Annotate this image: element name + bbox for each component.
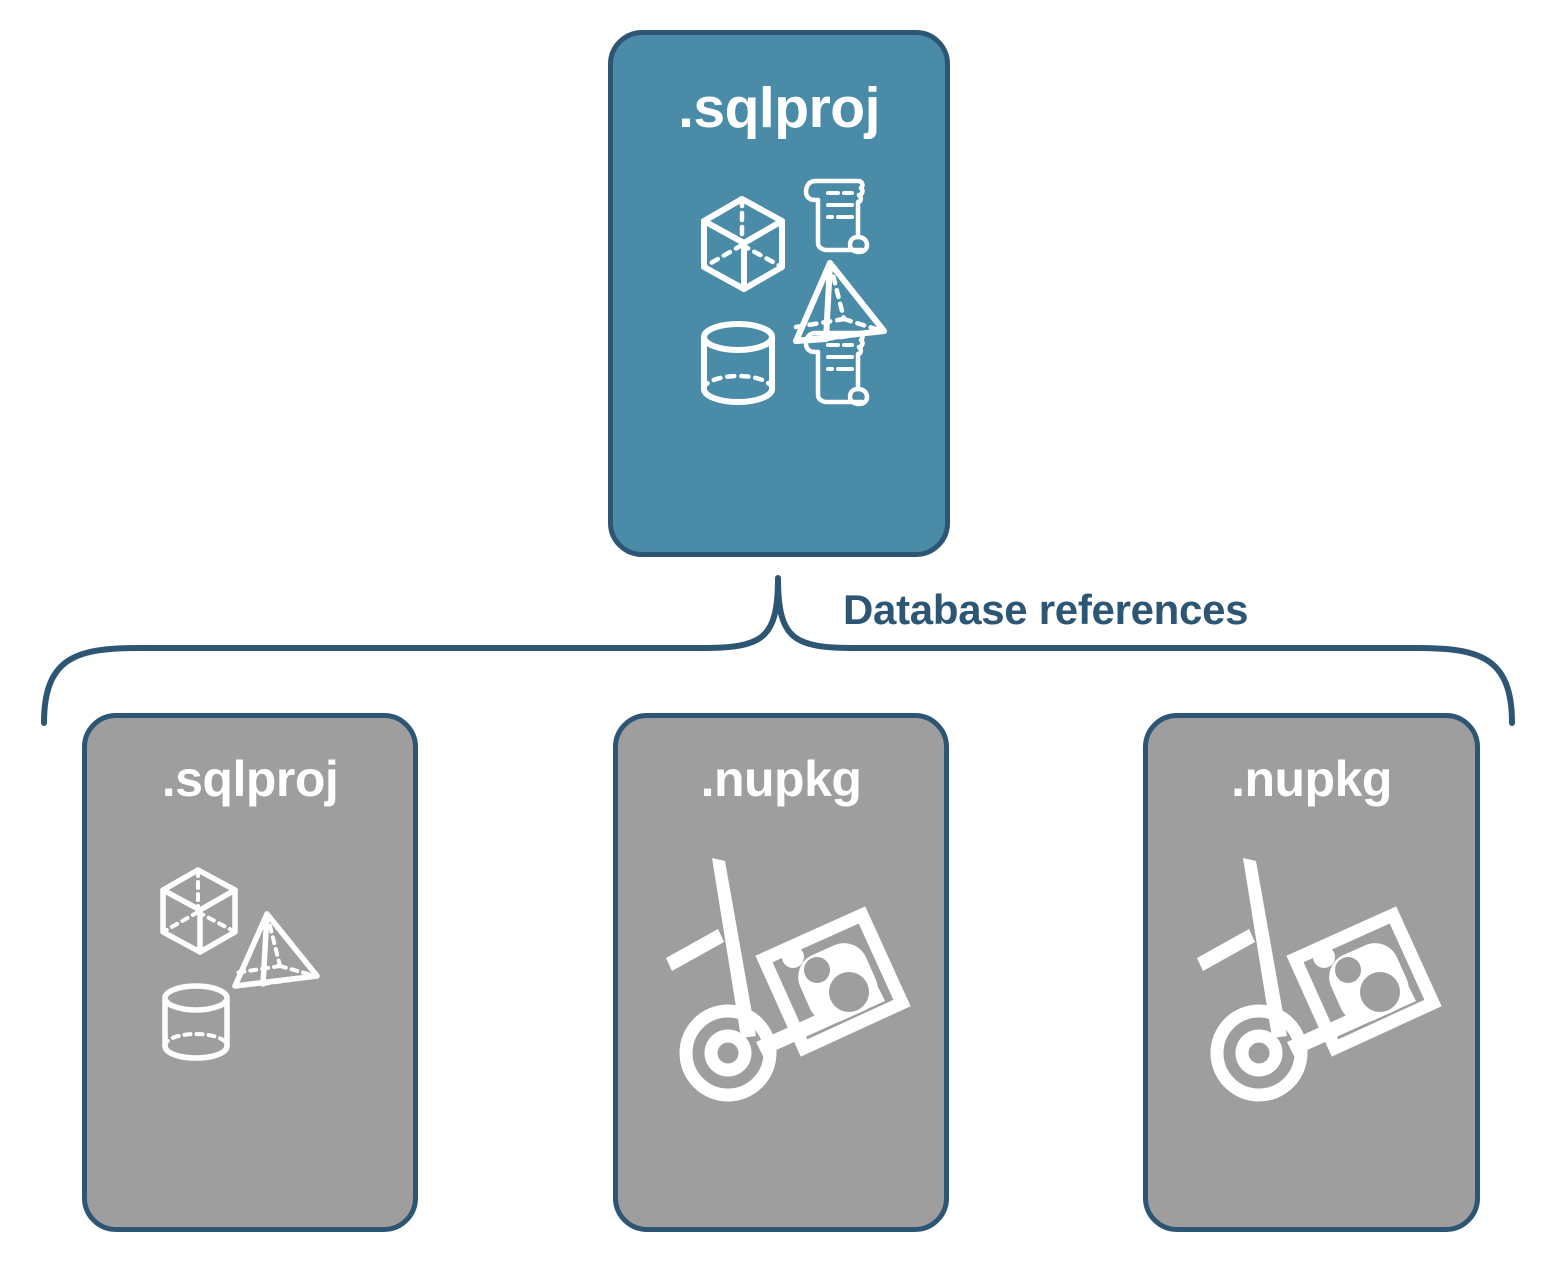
package-box: [755, 906, 911, 1057]
hand-truck-package-icon: [666, 858, 911, 1102]
root-node-sqlproj[interactable]: .sqlproj: [608, 30, 950, 557]
reference-node-label: .sqlproj: [161, 751, 339, 807]
pyramid-icon: [232, 911, 320, 989]
reference-icon-cluster-package: [646, 832, 916, 1102]
connector-label: Database references: [843, 586, 1249, 633]
pyramid-icon: [793, 260, 887, 344]
scroll-icon: [803, 330, 870, 407]
reference-node-sqlproj[interactable]: .sqlproj: [82, 713, 418, 1232]
reference-node-label: .nupkg: [1231, 751, 1392, 807]
hand-truck-package-icon: [1196, 858, 1442, 1102]
cube-icon: [701, 196, 785, 292]
cylinder-icon: [701, 321, 775, 405]
reference-node-label: .nupkg: [700, 751, 862, 807]
package-box: [1285, 906, 1442, 1057]
reference-icon-cluster-shapes: [145, 852, 355, 1072]
nuget-glyph-holes: [804, 957, 869, 1012]
reference-icon-cluster-package: [1177, 832, 1447, 1102]
reference-node-nupkg-2[interactable]: .nupkg: [1143, 713, 1480, 1232]
hub: [1235, 1029, 1282, 1077]
root-icon-cluster: [664, 163, 894, 413]
wheel: [679, 1004, 777, 1102]
reference-node-nupkg-1[interactable]: .nupkg: [613, 713, 949, 1232]
hub: [704, 1029, 752, 1077]
cylinder-icon: [162, 983, 230, 1061]
cube-icon: [160, 867, 238, 955]
wheel: [1210, 1004, 1307, 1102]
root-node-label: .sqlproj: [678, 76, 880, 140]
scroll-icon: [803, 178, 870, 255]
nuget-glyph-holes: [1334, 957, 1400, 1012]
